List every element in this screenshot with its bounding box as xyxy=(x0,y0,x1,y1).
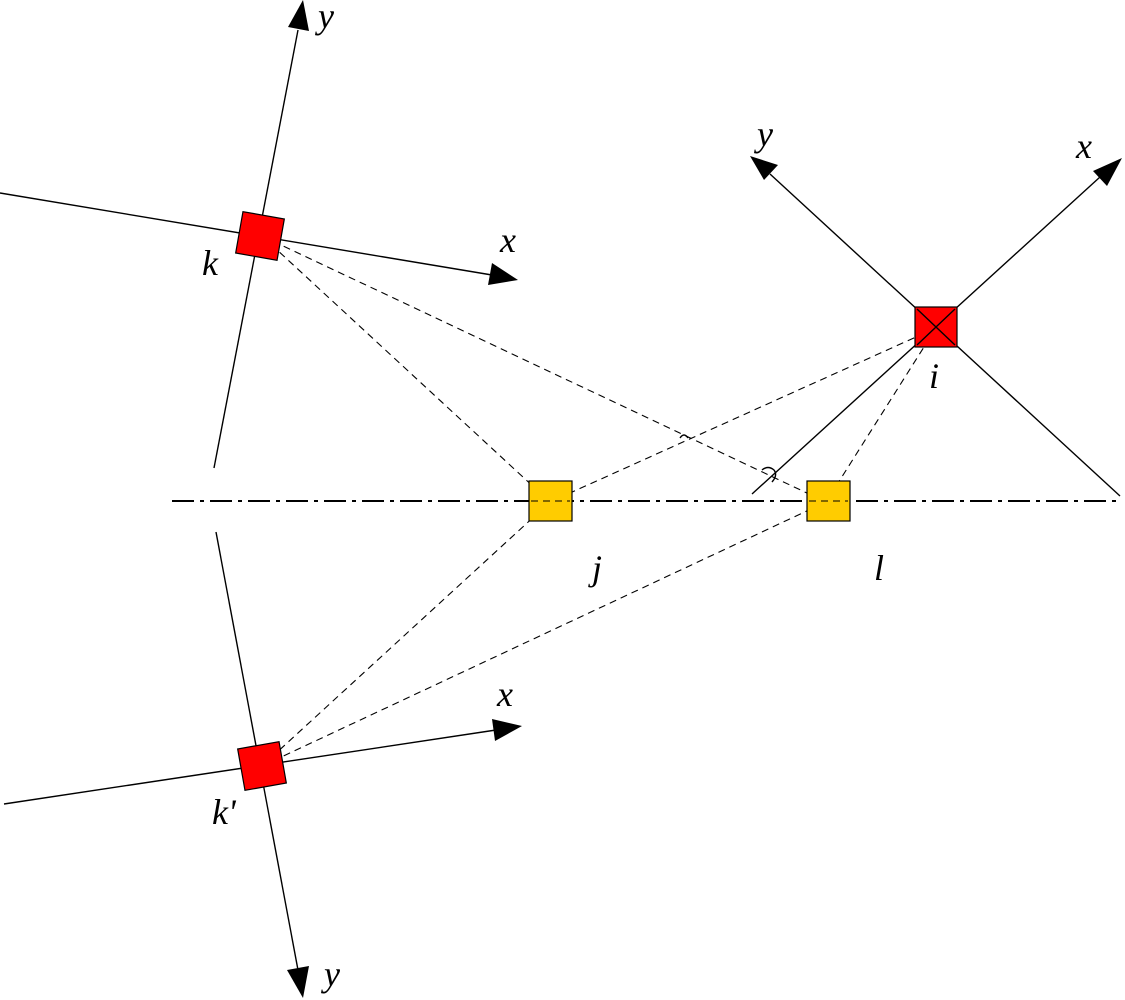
kp-x-arrowhead xyxy=(492,719,522,741)
label-k-y-axis: y xyxy=(315,0,334,36)
label-i-y-axis: y xyxy=(754,114,773,154)
k-x-arrowhead xyxy=(488,263,518,285)
label-k: k xyxy=(202,243,219,283)
dashed-line-i-j xyxy=(549,327,937,503)
kp-y-arrowhead xyxy=(287,966,309,998)
angle-mark-left xyxy=(679,434,689,439)
dashed-line-k-l xyxy=(261,235,827,503)
dashed-line-kp-j xyxy=(261,501,551,767)
angle-mark-right xyxy=(761,466,777,483)
i-x-arrowhead xyxy=(1093,158,1122,186)
label-k-prime: k' xyxy=(212,792,237,832)
label-i: i xyxy=(929,356,939,396)
dashed-line-kp-l xyxy=(261,501,827,767)
label-kp-y-axis: y xyxy=(321,954,340,994)
label-l: l xyxy=(874,548,884,588)
label-i-x-axis: x xyxy=(1075,126,1092,166)
label-j: j xyxy=(588,548,602,588)
node-k-prime[interactable] xyxy=(236,740,288,792)
label-kp-x-axis: x xyxy=(496,674,513,714)
node-k[interactable] xyxy=(234,210,286,262)
i-y-arrowhead xyxy=(750,156,778,180)
label-k-x-axis: x xyxy=(499,220,516,260)
dashed-line-k-j xyxy=(261,235,551,503)
node-i-cross-b xyxy=(916,308,956,346)
dashed-line-i-l xyxy=(825,327,937,503)
k-y-arrowhead xyxy=(288,0,309,31)
